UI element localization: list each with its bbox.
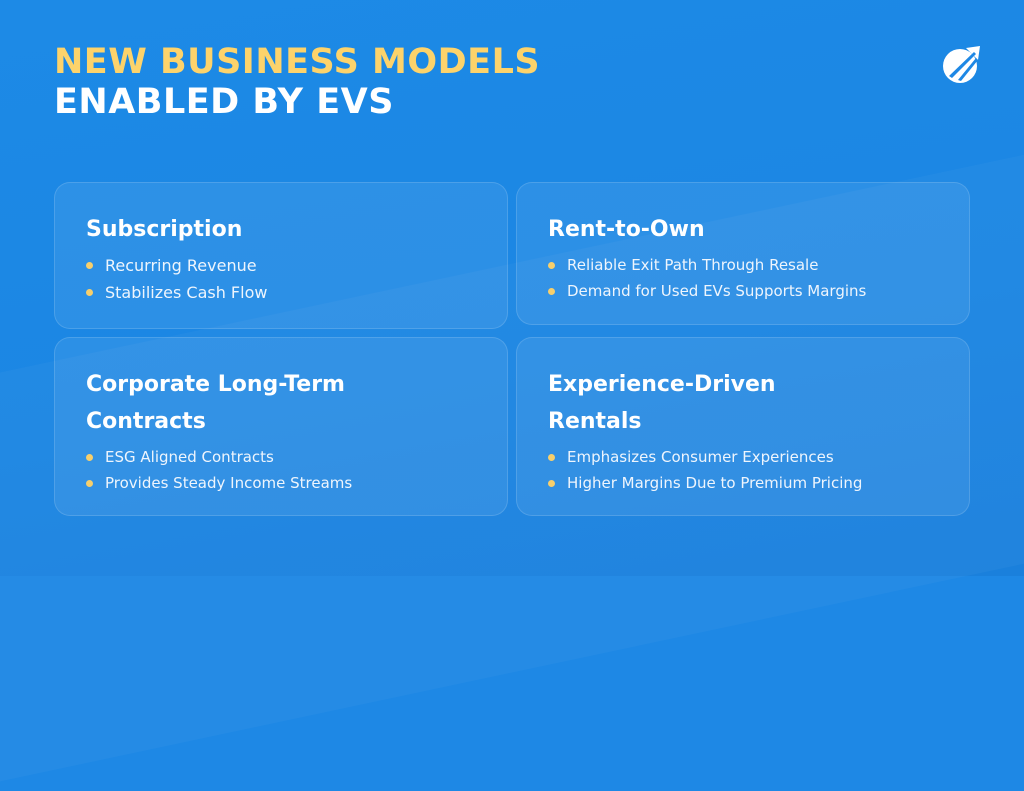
list-item: Demand for Used EVs Supports Margins (548, 278, 938, 304)
bullet-icon (86, 453, 93, 461)
bullet-icon (86, 289, 93, 296)
background (0, 0, 1024, 576)
list-item: Emphasizes Consumer Experiences (548, 444, 938, 470)
bullet-icon (86, 262, 93, 269)
bullet-text: ESG Aligned Contracts (105, 448, 274, 466)
list-item: Recurring Revenue (86, 252, 476, 279)
bullet-text: Reliable Exit Path Through Resale (567, 256, 819, 274)
bullet-icon (548, 261, 555, 269)
bullet-text: Provides Steady Income Streams (105, 474, 353, 492)
bullet-text: Emphasizes Consumer Experiences (567, 448, 834, 466)
card-experience-rentals: Experience-Driven Rentals Emphasizes Con… (516, 337, 970, 516)
card-title: Experience-Driven Rentals (548, 372, 776, 434)
bullet-icon (86, 479, 93, 487)
bullet-text: Recurring Revenue (105, 256, 257, 275)
page-title: NEW BUSINESS MODELS ENABLED BY EVS (54, 42, 540, 122)
bullet-icon (548, 479, 555, 487)
card-subscription: Subscription Recurring Revenue Stabilize… (54, 182, 508, 329)
list-item: Stabilizes Cash Flow (86, 279, 476, 306)
card-title: Rent-to-Own (548, 217, 705, 242)
bullet-icon (548, 453, 555, 461)
bullet-text: Higher Margins Due to Premium Pricing (567, 474, 863, 492)
list-item: Higher Margins Due to Premium Pricing (548, 470, 938, 496)
card-title: Corporate Long-Term Contracts (86, 372, 345, 434)
list-item: ESG Aligned Contracts (86, 444, 476, 470)
bullet-icon (548, 287, 555, 295)
card-rent-to-own: Rent-to-Own Reliable Exit Path Through R… (516, 182, 970, 325)
title-line-2: ENABLED BY EVS (54, 82, 394, 122)
logo-icon (943, 46, 980, 83)
card-corporate-contracts: Corporate Long-Term Contracts ESG Aligne… (54, 337, 508, 516)
card-title: Subscription (86, 217, 243, 242)
list-item: Reliable Exit Path Through Resale (548, 252, 938, 278)
bullet-text: Demand for Used EVs Supports Margins (567, 282, 867, 300)
title-line-1: NEW BUSINESS MODELS (54, 42, 541, 82)
bullet-text: Stabilizes Cash Flow (105, 283, 268, 302)
list-item: Provides Steady Income Streams (86, 470, 476, 496)
